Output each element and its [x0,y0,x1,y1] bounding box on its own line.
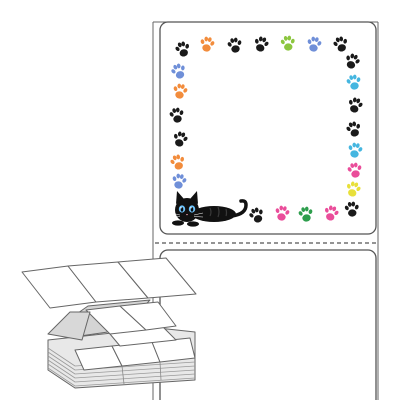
fold-web [119,301,177,331]
label-sheet [152,21,379,400]
stack-edges [47,347,196,387]
unfolded-label [117,257,197,299]
label-face [159,21,377,235]
cat-icon [170,191,248,227]
stack-top-label [151,337,196,363]
fold-web-left [47,311,91,341]
fanfold-label-stack [21,257,197,389]
